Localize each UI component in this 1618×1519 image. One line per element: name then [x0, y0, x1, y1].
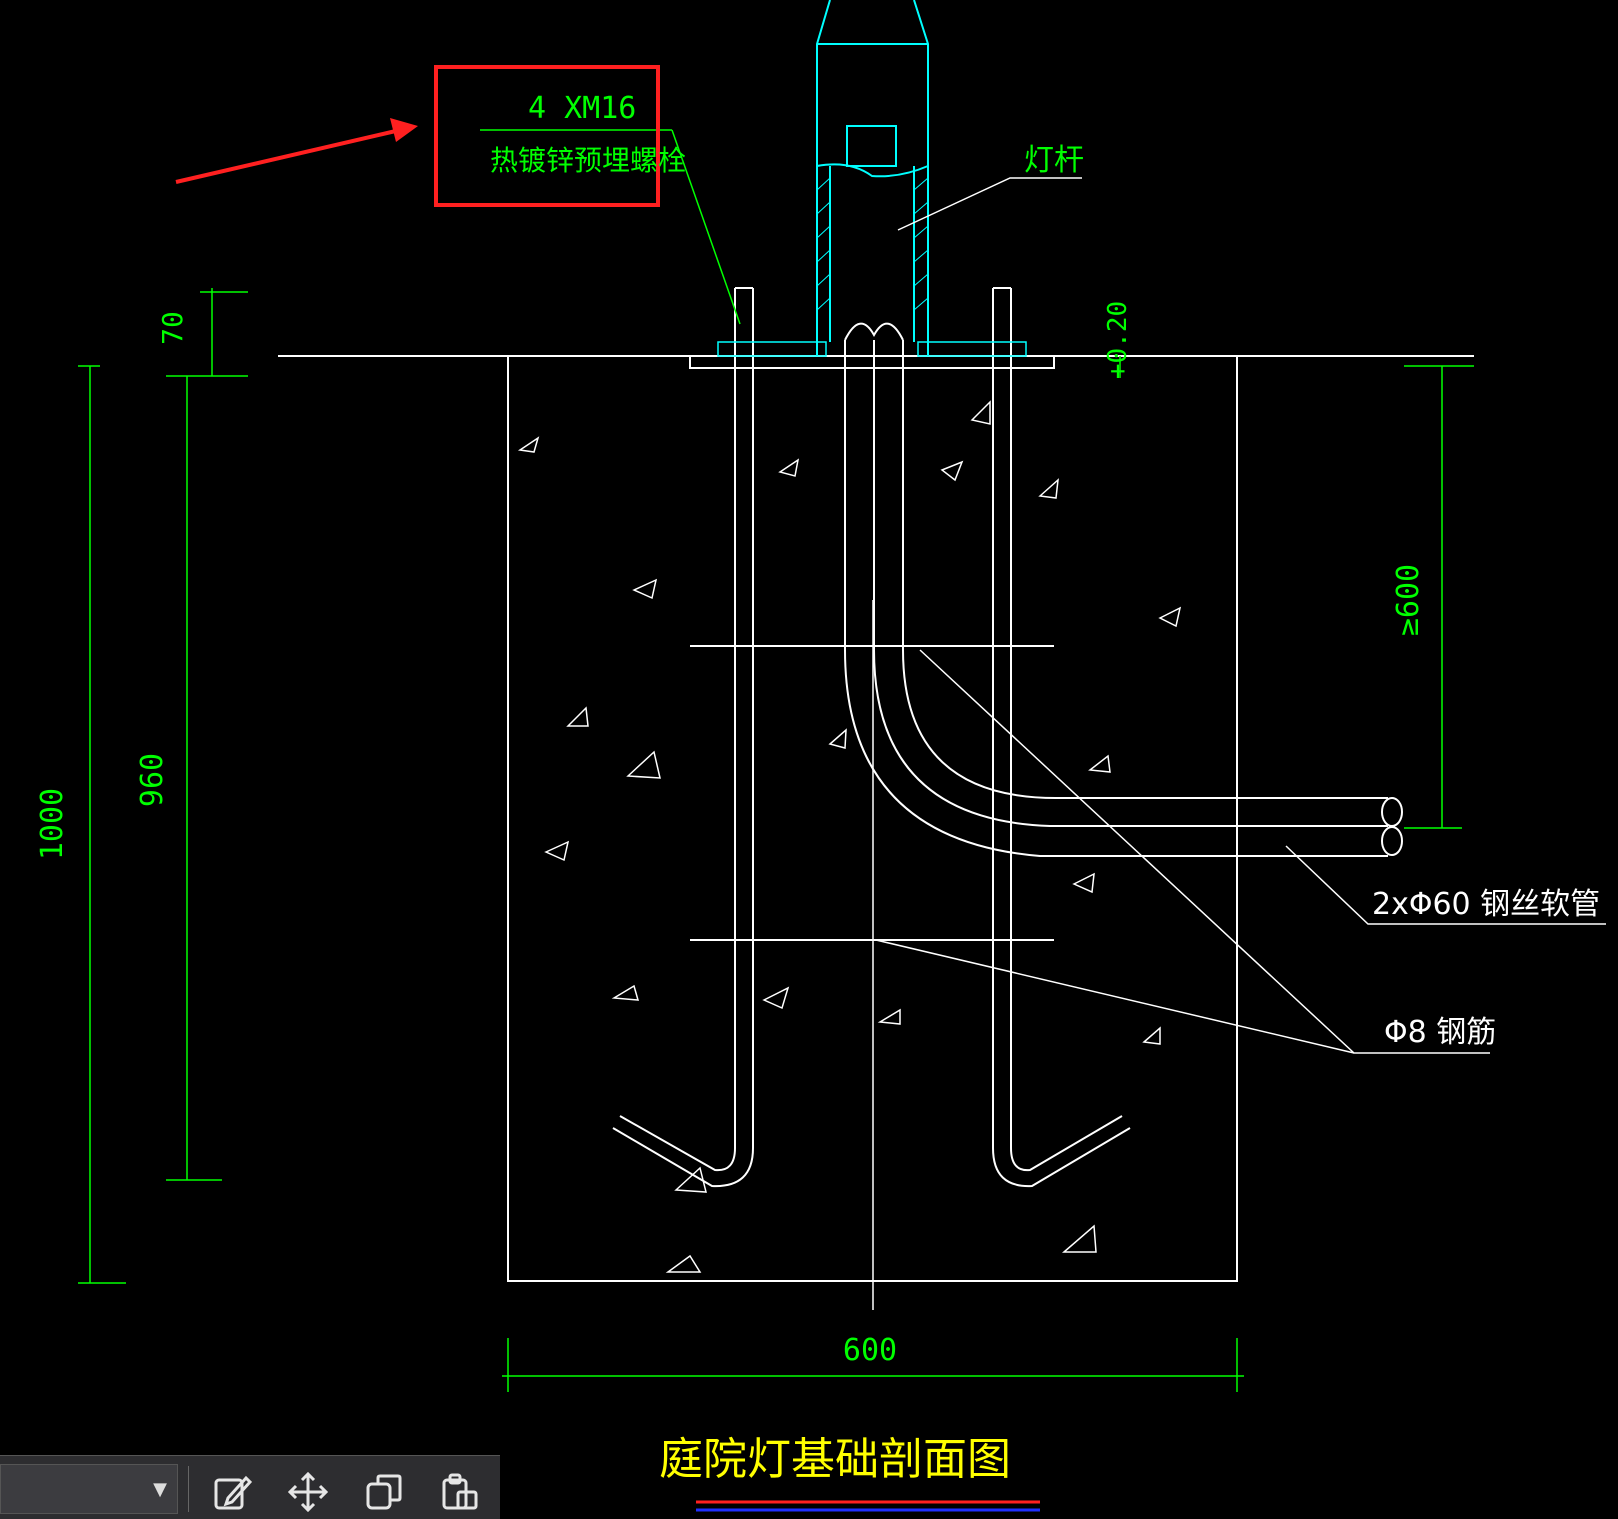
- base-plate: [689, 355, 1055, 369]
- highlight-arrow: [175, 118, 418, 184]
- edit-icon: [214, 1475, 252, 1510]
- anchor-bolt-left: [612, 287, 754, 1188]
- concrete-aggregate: [517, 400, 1182, 1273]
- paste-icon: [442, 1473, 478, 1510]
- bottom-toolbar: ▼: [0, 1455, 500, 1519]
- leader-lines: [875, 177, 1606, 1054]
- light-pole: [816, 0, 929, 356]
- paste-button[interactable]: [434, 1468, 486, 1516]
- drawing-title: 庭院灯基础剖面图: [659, 1434, 1011, 1485]
- dimension-lines: [78, 288, 1474, 1392]
- chevron-down-icon[interactable]: ▼: [153, 1479, 167, 1500]
- toolbar-separator: [188, 1466, 189, 1512]
- flange-hatch: [717, 341, 1027, 357]
- steel-hose-conduits: [844, 322, 1403, 857]
- copy-button[interactable]: [358, 1468, 410, 1516]
- copy-icon: [366, 1474, 402, 1510]
- dim-600-depth: ≥600: [1391, 564, 1426, 636]
- pole-label: 灯杆: [1024, 143, 1084, 178]
- dim-70: 70: [156, 311, 189, 345]
- anchor-bolt-right: [992, 287, 1131, 1188]
- bolt-leader: [671, 129, 741, 325]
- bolt-callout-line1: 4 XM16: [528, 91, 636, 126]
- rebar-label: Φ8 钢筋: [1384, 1015, 1496, 1050]
- dim-600-width: 600: [843, 1333, 897, 1368]
- dim-1000: 1000: [35, 788, 70, 860]
- dim-960: 960: [135, 753, 170, 807]
- move-button[interactable]: [282, 1468, 334, 1516]
- hose-label: 2xΦ60 钢丝软管: [1372, 887, 1600, 922]
- highlight-box: [434, 65, 660, 207]
- layer-dropdown[interactable]: ▼: [0, 1464, 178, 1514]
- dim-20: +0.20: [1103, 301, 1133, 379]
- move-icon: [288, 1472, 328, 1512]
- bolt-callout-line2: 热镀锌预埋螺栓: [490, 144, 686, 177]
- edit-button[interactable]: [206, 1468, 258, 1516]
